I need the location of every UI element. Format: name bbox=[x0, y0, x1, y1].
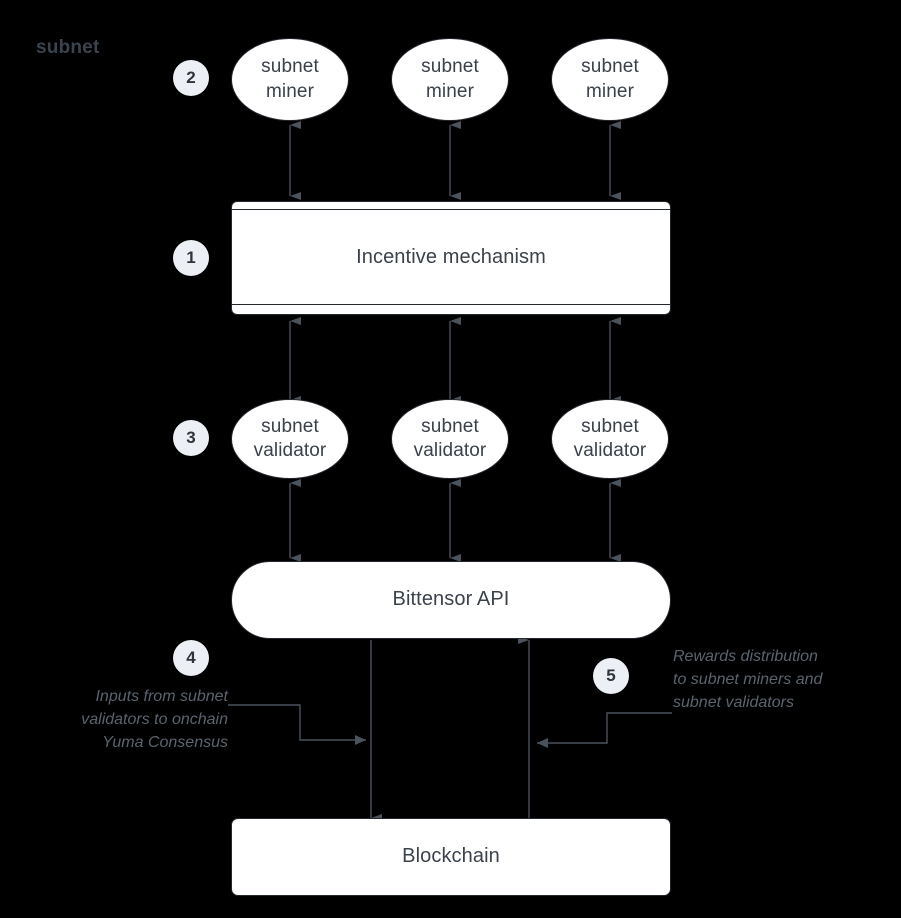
wire-rewards-annotation bbox=[537, 712, 672, 748]
blockchain-node[interactable]: Blockchain bbox=[231, 818, 671, 896]
incentive-mechanism-label: Incentive mechanism bbox=[356, 246, 546, 269]
subnet-miner-2[interactable]: subnet miner bbox=[391, 38, 509, 121]
bittensor-api-node[interactable]: Bittensor API bbox=[231, 561, 671, 639]
wire-inputs-annotation bbox=[228, 704, 366, 745]
incentive-rule-bottom bbox=[232, 304, 670, 305]
step-badge-5[interactable]: 5 bbox=[593, 658, 629, 694]
inputs-annotation: Inputs from subnet validators to onchain… bbox=[81, 688, 228, 752]
subnet-validator-1[interactable]: subnet validator bbox=[231, 399, 349, 479]
subnet-validator-2[interactable]: subnet validator bbox=[391, 399, 509, 479]
incentive-mechanism-node[interactable]: Incentive mechanism bbox=[231, 201, 671, 315]
rewards-annotation: Rewards distribution to subnet miners an… bbox=[673, 648, 823, 712]
subnet-miner-1[interactable]: subnet miner bbox=[231, 38, 349, 121]
page-title: subnet bbox=[36, 37, 100, 58]
subnet-miner-3[interactable]: subnet miner bbox=[551, 38, 669, 121]
step-badge-2[interactable]: 2 bbox=[173, 60, 209, 96]
step-badge-4[interactable]: 4 bbox=[173, 640, 209, 676]
subnet-validator-3[interactable]: subnet validator bbox=[551, 399, 669, 479]
step-badge-3[interactable]: 3 bbox=[173, 420, 209, 456]
incentive-rule-top bbox=[232, 209, 670, 210]
step-badge-1[interactable]: 1 bbox=[173, 240, 209, 276]
